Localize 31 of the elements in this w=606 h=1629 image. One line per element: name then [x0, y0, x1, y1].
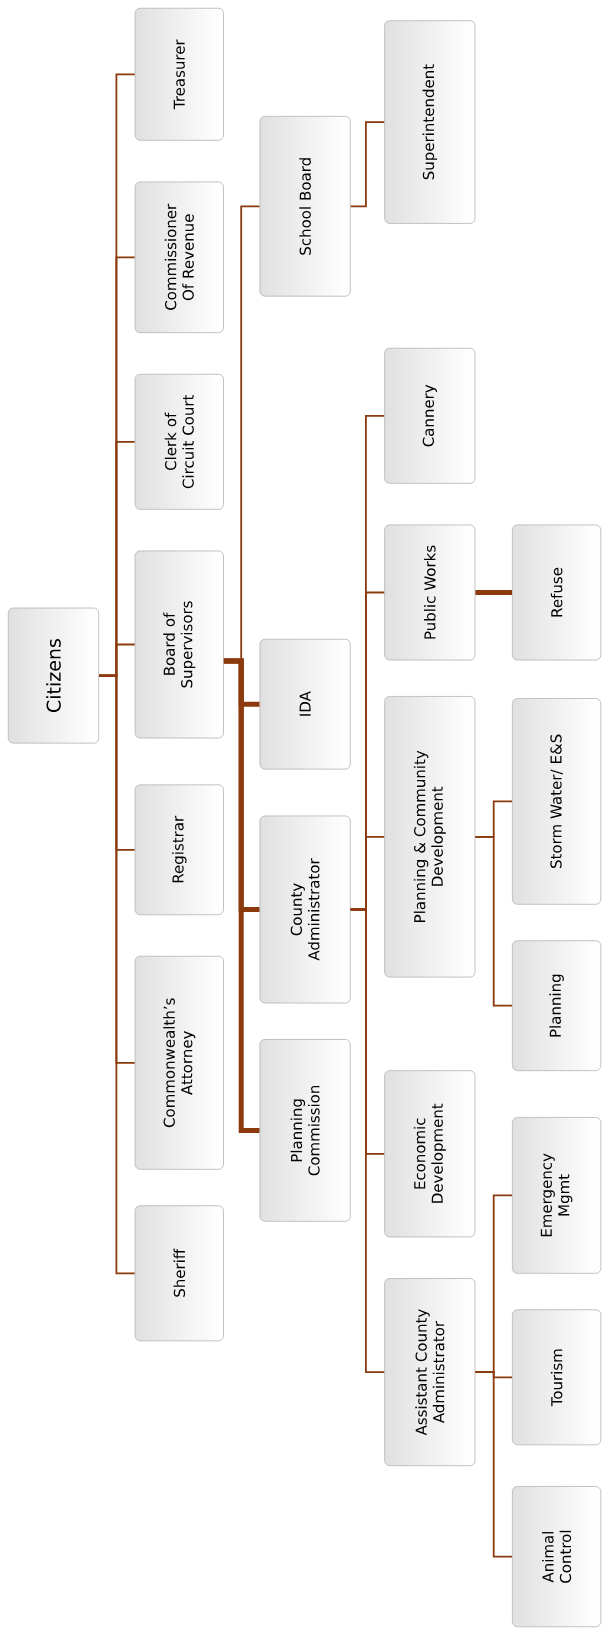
org-box: School Board — [259, 115, 351, 297]
org-box: Superintendent — [384, 20, 476, 224]
org-box: Sheriff — [134, 1205, 224, 1342]
org-box: Citizens — [7, 607, 100, 744]
org-box: Animal Control — [512, 1486, 602, 1628]
org-box: Commissioner Of Revenue — [134, 181, 224, 334]
connector-line — [349, 121, 386, 208]
connector-line — [98, 674, 136, 1275]
connector-line — [349, 908, 386, 1373]
org-box: Treasurer — [134, 7, 224, 141]
org-box: Planning Commission — [259, 1039, 351, 1222]
org-box: Commonwealth’s Attorney — [134, 955, 224, 1170]
org-box: Emergency Mgmt — [512, 1117, 602, 1274]
org-box: Public Works — [384, 524, 476, 661]
org-box: Storm Water/ E&S — [512, 698, 602, 905]
org-box: Economic Development — [384, 1070, 476, 1238]
org-box: Cannery — [384, 347, 476, 484]
org-box: Tourism — [512, 1309, 602, 1446]
connector-line — [475, 590, 512, 595]
org-box: County Administrator — [259, 815, 351, 1004]
org-box: Assistant County Administrator — [384, 1278, 476, 1467]
connector-line — [474, 1371, 513, 1558]
org-box: Planning — [512, 940, 602, 1072]
org-box: IDA — [259, 638, 351, 770]
connector-line — [474, 835, 513, 1007]
org-box: Board of Supervisors — [134, 550, 224, 739]
org-box: Registrar — [134, 784, 224, 916]
org-box: Clerk of Circuit Court — [134, 373, 224, 510]
connector-line — [223, 658, 260, 1133]
org-box: Refuse — [512, 524, 602, 661]
org-box: Planning & Community Development — [384, 696, 476, 978]
